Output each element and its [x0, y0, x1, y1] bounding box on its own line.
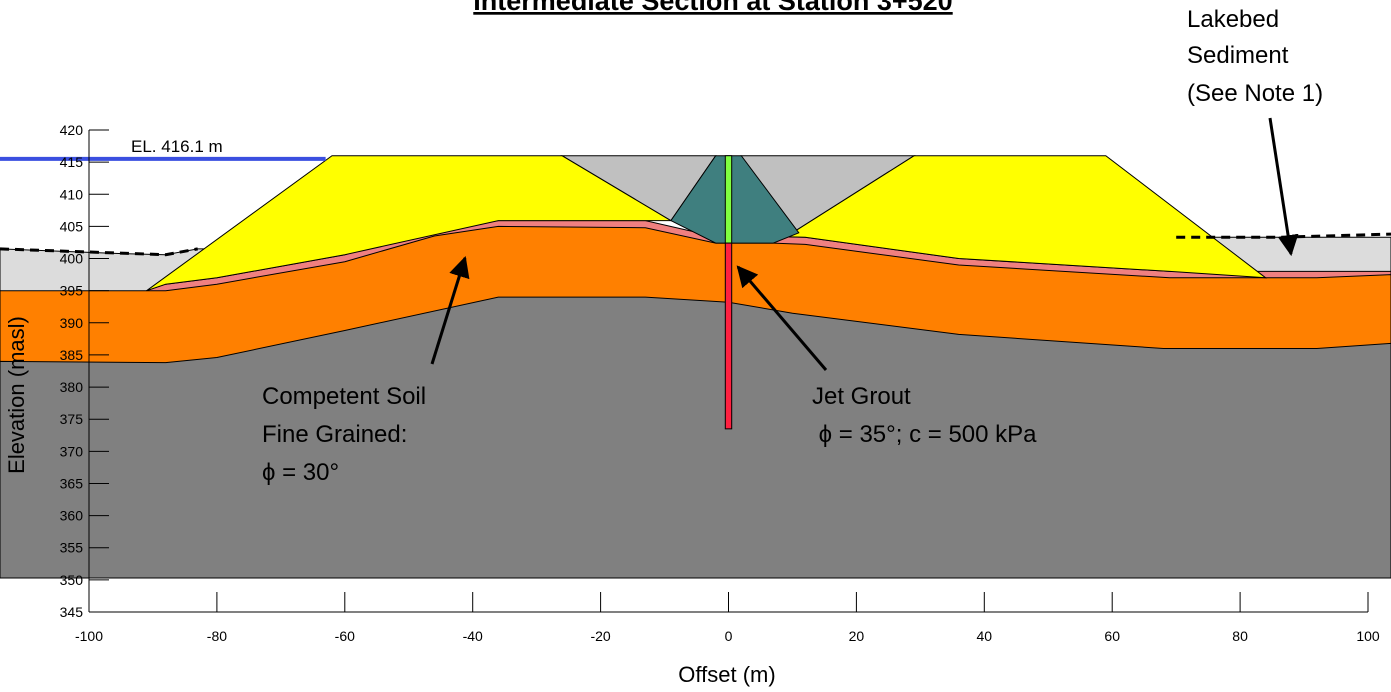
dam-shell-right: [784, 155, 1268, 279]
x-tick-label: -60: [335, 628, 355, 644]
lakebed-label-line-2: Sediment: [1187, 42, 1289, 69]
labels: Intermediate Section at Station 3+520 Of…: [4, 0, 1323, 687]
jet-grout-label-line-1: Jet Grout: [812, 383, 911, 410]
lakebed-label-line-1: Lakebed: [1187, 6, 1279, 33]
y-tick-label: 355: [60, 540, 84, 556]
jet-grout-column-upper: [724, 155, 733, 244]
competent-soil-label-line-3: ϕ = 30°: [262, 459, 339, 486]
lakebed-label-line-3: (See Note 1): [1187, 80, 1323, 107]
y-tick-label: 380: [60, 379, 84, 395]
dam-shell-left: [146, 155, 673, 292]
soil-layers: [0, 155, 1391, 579]
y-tick-label: 345: [60, 604, 84, 620]
jet-grout-label-line-2: ϕ = 35°; c = 500 kPa: [812, 421, 1037, 448]
competent-soil-label-line-2: Fine Grained:: [262, 421, 407, 448]
x-tick-label: 40: [977, 628, 993, 644]
jet-grout-column-lower: [724, 242, 733, 430]
y-tick-label: 410: [60, 186, 84, 202]
dam-core: [670, 155, 800, 244]
lakebed-arrow: [1268, 117, 1299, 257]
x-tick-label: 0: [725, 628, 733, 644]
bedrock-layer: [0, 296, 1391, 579]
axes: 3453503553603653703753803853903954004054…: [60, 122, 1380, 644]
y-tick-label: 415: [60, 154, 84, 170]
competent-soil-arrow: [430, 255, 470, 365]
y-tick-label: 370: [60, 443, 84, 459]
competent-soil-label-line-1: Competent Soil: [262, 383, 426, 410]
water-level-label: EL. 416.1 m: [131, 137, 223, 156]
y-tick-label: 400: [60, 251, 84, 267]
x-axis-label: Offset (m): [678, 662, 775, 687]
annotation-arrows: [430, 117, 1299, 371]
y-tick-label: 395: [60, 283, 84, 299]
x-tick-label: 20: [849, 628, 865, 644]
sediment-surface-line-left: [0, 247, 198, 257]
sediment-surface-line-right: [1176, 232, 1391, 239]
x-tick-label: -100: [75, 628, 103, 644]
x-tick-label: 60: [1104, 628, 1120, 644]
y-tick-label: 375: [60, 411, 84, 427]
y-axis-label: Elevation (masl): [4, 316, 29, 474]
y-tick-label: 360: [60, 508, 84, 524]
x-tick-label: -80: [207, 628, 227, 644]
page-title: Intermediate Section at Station 3+520: [473, 0, 952, 16]
x-tick-label: 100: [1356, 628, 1380, 644]
y-tick-label: 385: [60, 347, 84, 363]
y-tick-label: 350: [60, 572, 84, 588]
x-tick-label: -20: [590, 628, 610, 644]
x-tick-label: -40: [463, 628, 483, 644]
y-tick-label: 390: [60, 315, 84, 331]
y-tick-label: 405: [60, 218, 84, 234]
x-tick-label: 80: [1232, 628, 1248, 644]
y-tick-label: 420: [60, 122, 84, 138]
jet-grout-arrow: [736, 265, 828, 371]
y-tick-label: 365: [60, 475, 84, 491]
